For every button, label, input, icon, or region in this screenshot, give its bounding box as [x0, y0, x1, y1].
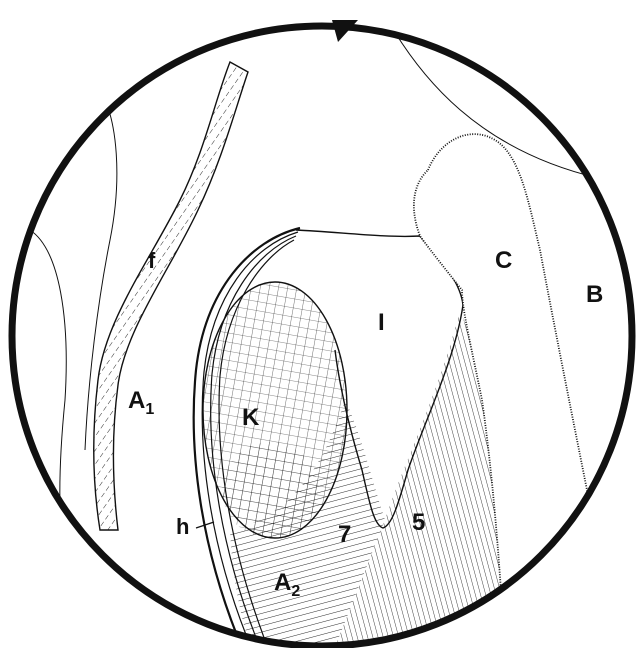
label-f: f: [148, 248, 156, 273]
label-I: I: [378, 309, 385, 336]
label-A1: A1: [128, 387, 154, 418]
label-C: C: [495, 247, 512, 274]
label-K: K: [242, 404, 260, 431]
label-B: B: [586, 281, 603, 308]
background-contour-left: [30, 230, 66, 540]
label-7: 7: [338, 521, 351, 548]
label-5: 5: [412, 509, 425, 536]
label-h: h: [176, 514, 189, 539]
structure-K-shade: [222, 442, 318, 538]
